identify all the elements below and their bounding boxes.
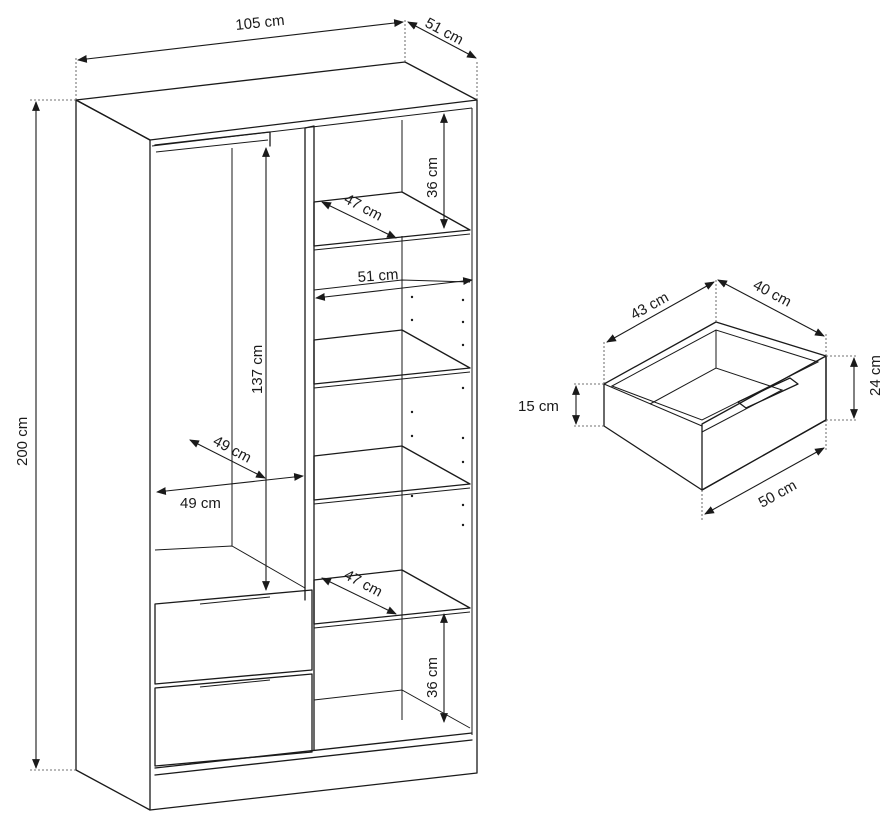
shelf-3 xyxy=(313,445,471,501)
width-label: 105 cm xyxy=(235,12,286,34)
height-label: 200 cm xyxy=(14,417,31,466)
hanging-width-line xyxy=(156,473,304,495)
shelf-width-line xyxy=(315,277,473,301)
wardrobe-plinth xyxy=(154,732,473,776)
hanging-width-label: 49 cm xyxy=(180,495,221,512)
drawer-inner-width-label: 40 cm xyxy=(750,277,794,311)
shelf-2 xyxy=(313,329,471,385)
shelf-4 xyxy=(313,569,471,625)
shelf-width-label: 51 cm xyxy=(357,266,399,286)
wardrobe-drawer-2 xyxy=(154,673,313,767)
shelf-depth-bottom-label: 47 cm xyxy=(341,567,385,601)
wardrobe-front-left-side xyxy=(75,99,151,811)
hanging-height-label: 137 cm xyxy=(249,345,266,394)
wardrobe-right-edge xyxy=(149,99,478,811)
depth-label: 51 cm xyxy=(422,15,466,49)
drawer-detail: 43 cm 40 cm 15 cm 24 cm 50 cm xyxy=(518,277,884,520)
wardrobe-drawer-1 xyxy=(154,589,313,685)
shelf-depth-top-line xyxy=(321,201,397,239)
wardrobe-top xyxy=(75,61,478,141)
depth-dimension-line xyxy=(407,21,477,59)
drawer-inner-width-line xyxy=(717,279,825,337)
drawer-front-panel xyxy=(701,355,827,491)
shelf-depth-top-label: 47 cm xyxy=(341,191,385,225)
shelf-1 xyxy=(313,191,471,247)
hanging-compartment-floor xyxy=(154,545,306,589)
bottom-shelf-height-label: 36 cm xyxy=(424,657,441,698)
drawer-inner-floor xyxy=(649,367,784,433)
width-dimension-line xyxy=(77,19,404,63)
hanging-depth-line xyxy=(189,439,266,479)
shelf-depth-bottom-line xyxy=(321,577,397,615)
drawer-front-height-label: 24 cm xyxy=(867,355,884,396)
drawer-inner-depth-line xyxy=(606,281,715,343)
drawer-inner-height-label: 15 cm xyxy=(518,398,559,415)
wardrobe: 105 cm 51 cm 200 cm 137 cm 49 cm 49 cm 3… xyxy=(14,12,478,811)
drawer-handle xyxy=(737,377,799,409)
hanging-rail xyxy=(154,131,271,147)
top-shelf-height-label: 36 cm xyxy=(424,157,441,198)
drawer-front-width-line xyxy=(704,447,825,515)
